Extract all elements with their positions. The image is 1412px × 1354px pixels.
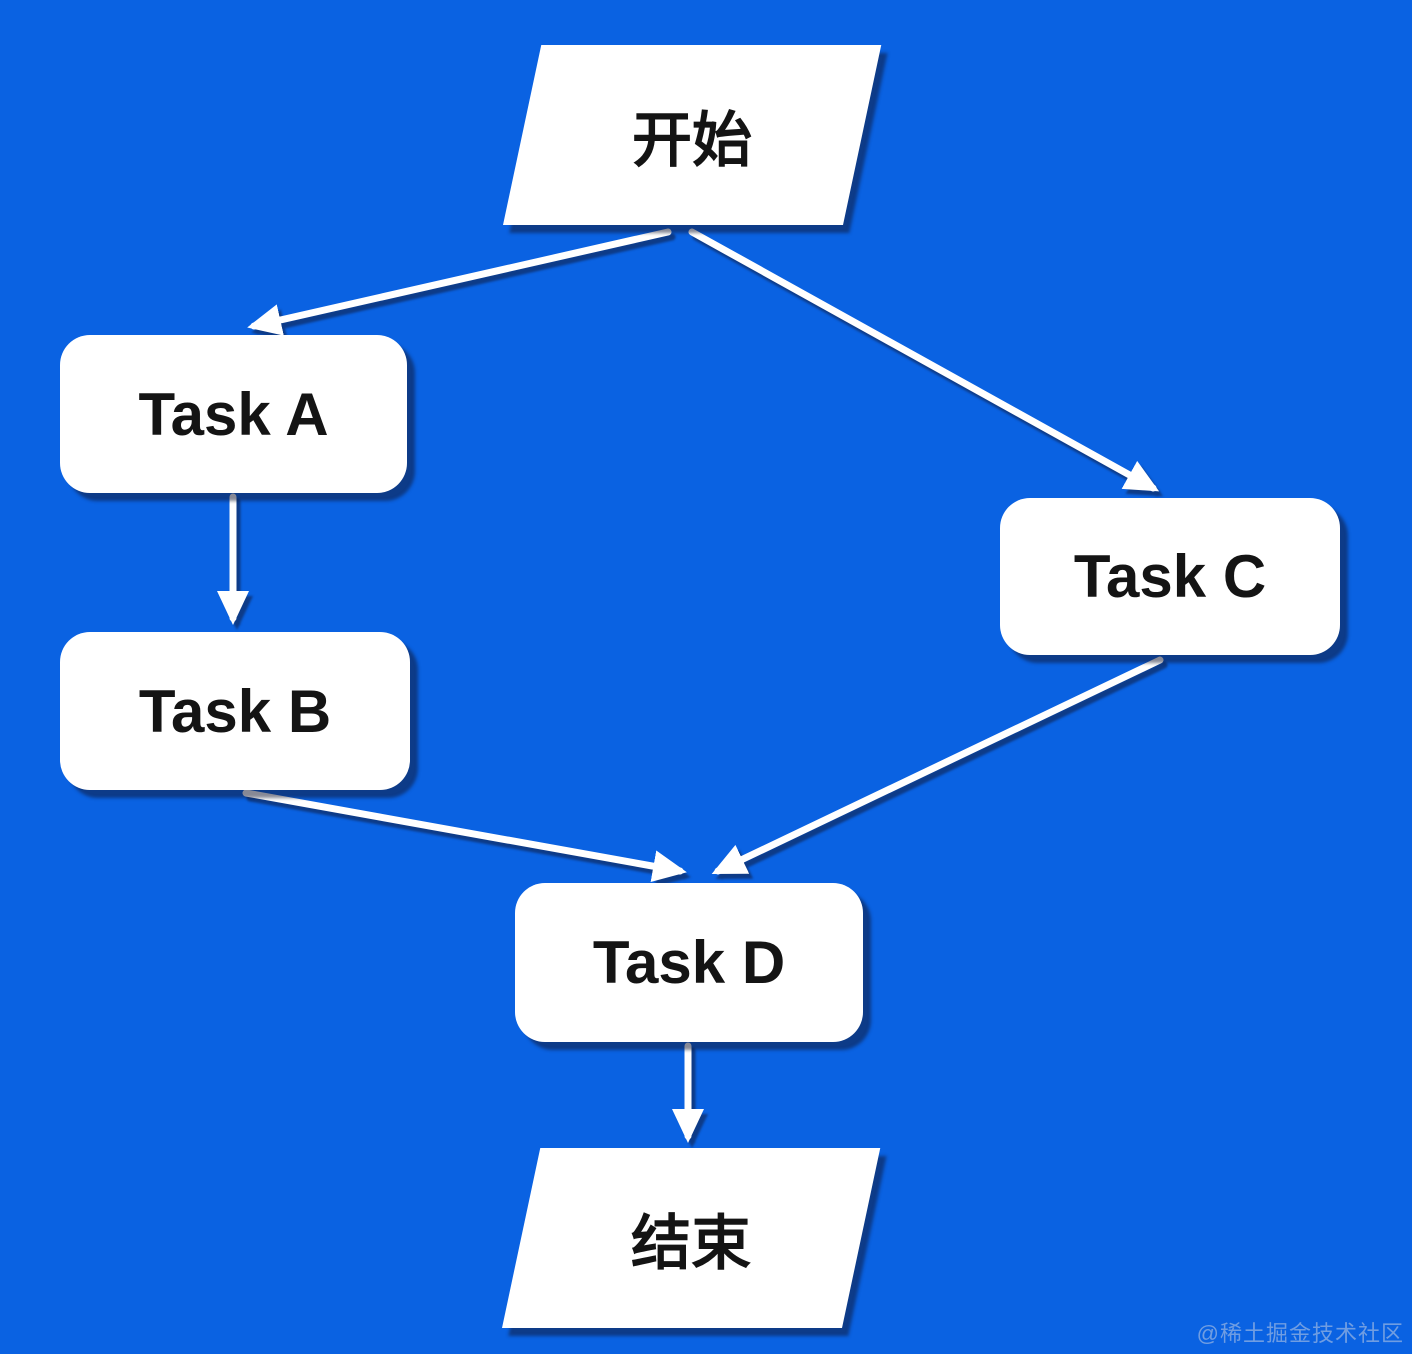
watermark: @稀土掘金技术社区: [1196, 1321, 1404, 1346]
edge-task-b-to-task-d: [242, 789, 687, 882]
node-task-b: Task B: [60, 632, 410, 790]
node-end-label: 结束: [631, 1209, 752, 1277]
node-task-a-label: Task A: [138, 380, 329, 448]
node-end: 结束: [502, 1148, 881, 1328]
edge-start-to-task-a: [247, 228, 672, 336]
edge-start-to-task-c: [688, 228, 1160, 492]
node-task-d-label: Task D: [592, 929, 786, 996]
node-task-c-label: Task C: [1073, 543, 1267, 610]
edge-task-c-to-task-d: [711, 656, 1164, 875]
node-task-b-label: Task B: [138, 677, 332, 745]
node-task-c: Task C: [1000, 498, 1340, 655]
node-task-d: Task D: [515, 883, 863, 1042]
node-task-a: Task A: [60, 335, 407, 493]
node-start-label: 开始: [632, 106, 753, 174]
node-start: 开始: [503, 45, 882, 225]
